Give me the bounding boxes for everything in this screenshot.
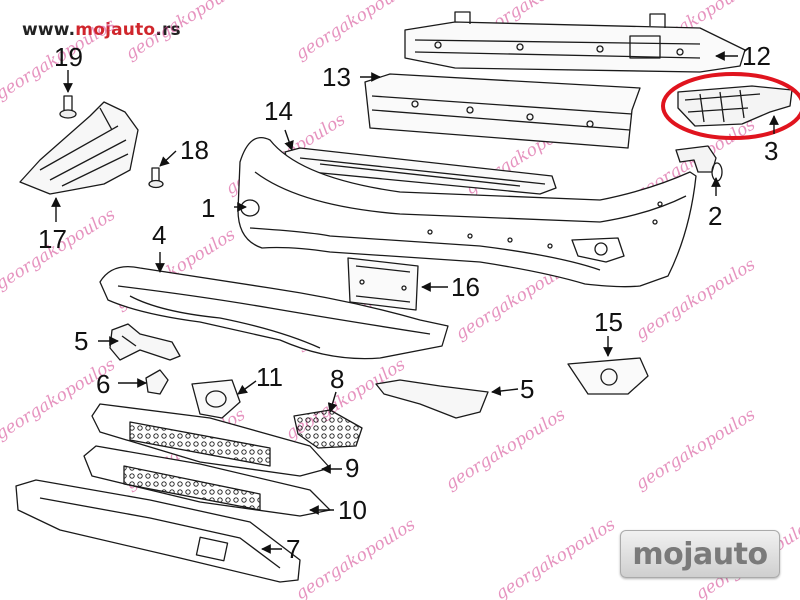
watermark-text: georgakopoulos [442, 404, 569, 494]
site-url-prefix: www. [22, 20, 76, 40]
part-4-lower-fascia[interactable] [99, 265, 449, 360]
watermark-text: georgakopoulos [632, 404, 759, 494]
part-11-bezel[interactable] [191, 379, 241, 419]
part-2-side-bracket[interactable] [675, 145, 723, 182]
part-18-bolt[interactable] [148, 167, 164, 189]
callout-6: 6 [96, 369, 111, 399]
part-3-bracket[interactable] [677, 85, 793, 127]
callout-1: 1 [201, 193, 216, 223]
part-19-bolt[interactable] [59, 95, 77, 119]
part-14-upper-support[interactable] [284, 147, 557, 195]
callout-15: 15 [594, 307, 623, 337]
callout-4: 4 [152, 220, 167, 250]
callout-10: 10 [338, 495, 367, 525]
callout-5-left: 5 [74, 326, 89, 356]
callout-14: 14 [264, 96, 293, 126]
callout-5-right: 5 [520, 374, 535, 404]
site-url-brand: mojauto [75, 20, 156, 40]
part-5-right-trim[interactable] [375, 379, 489, 419]
part-grille-upper[interactable] [91, 403, 331, 477]
site-url-suffix: .rs [155, 20, 181, 40]
callout-16: 16 [451, 272, 480, 302]
part-17-skid-plate[interactable] [19, 101, 139, 195]
part-7-lower-skid[interactable] [15, 479, 301, 583]
part-6-cap[interactable] [145, 369, 169, 395]
part-12-reinforcement-beam[interactable] [404, 11, 746, 73]
callout-12: 12 [742, 41, 771, 71]
highlight-ring [661, 72, 800, 140]
watermark-text: georgakopoulos [292, 514, 419, 600]
part-16-license-plate-bracket[interactable] [347, 257, 419, 311]
part-8-grille-insert[interactable] [293, 409, 363, 449]
watermark-text: georgakopoulos [122, 0, 249, 64]
part-15-fog-bezel[interactable] [567, 357, 649, 395]
part-13-energy-absorber[interactable] [364, 73, 641, 149]
mojauto-logo-text: mojauto [632, 537, 768, 572]
callout-8: 8 [330, 364, 345, 394]
callout-13: 13 [322, 62, 351, 92]
callout-19: 19 [54, 42, 83, 72]
callout-9: 9 [345, 453, 360, 483]
watermark-text: georgakopoulos [492, 514, 619, 600]
callout-17: 17 [38, 224, 67, 254]
callout-7: 7 [286, 534, 301, 564]
callout-18: 18 [180, 135, 209, 165]
watermark-text: georgakopoulos [292, 0, 419, 64]
mojauto-logo: mojauto [620, 530, 780, 578]
callout-2: 2 [708, 201, 723, 231]
part-9-grille[interactable] [83, 445, 331, 517]
site-url[interactable]: www.mojauto.rs [22, 20, 181, 40]
leader-lines [51, 51, 779, 554]
part-5-left-trim[interactable] [109, 323, 181, 361]
callout-3: 3 [764, 136, 779, 166]
callout-11: 11 [256, 362, 283, 392]
